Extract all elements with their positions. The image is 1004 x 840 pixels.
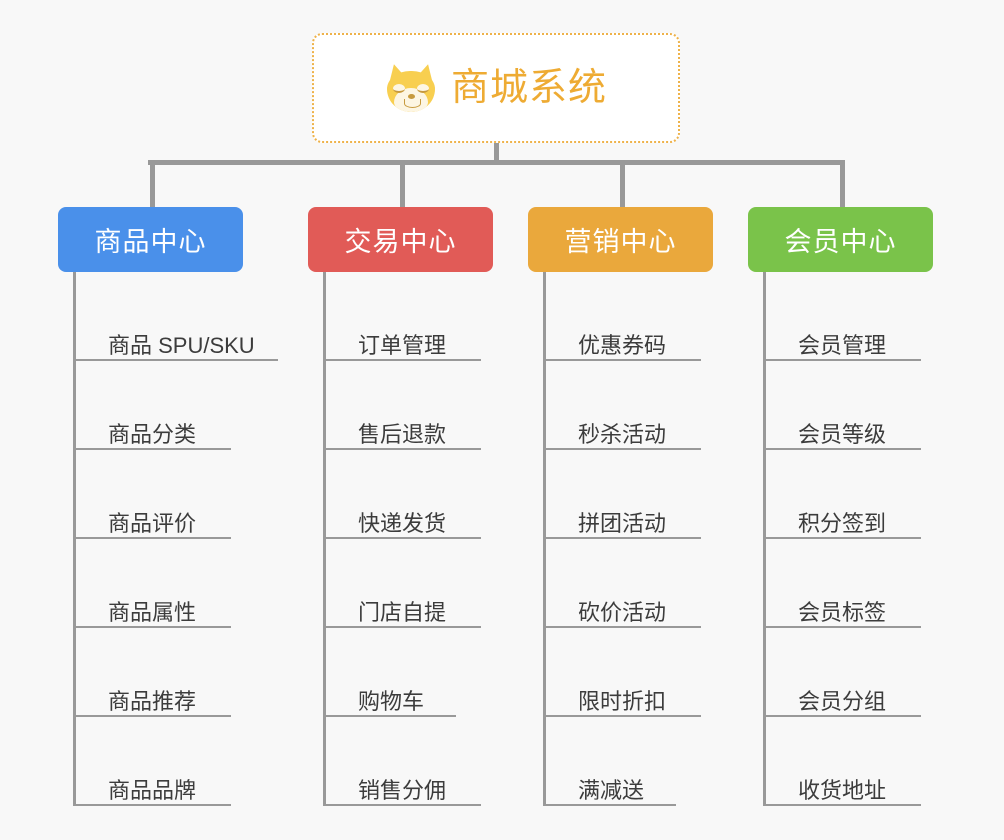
leaf-item[interactable]: 商品 SPU/SKU — [73, 272, 278, 361]
leaf-item-rule — [763, 359, 921, 361]
leaf-item[interactable]: 积分签到 — [763, 450, 933, 539]
leaf-item-rule — [543, 359, 701, 361]
leaf-item-rule — [73, 359, 278, 361]
leaf-item-label: 门店自提 — [358, 599, 447, 625]
leaf-item-rule — [73, 804, 231, 806]
leaf-item[interactable]: 拼团活动 — [543, 450, 713, 539]
leaf-item[interactable]: 商品推荐 — [73, 628, 255, 717]
leaf-item-rule — [763, 537, 921, 539]
leaf-item-label: 秒杀活动 — [578, 421, 667, 447]
leaf-item[interactable]: 门店自提 — [323, 539, 493, 628]
leaf-item-label: 收货地址 — [798, 777, 887, 803]
leaf-item[interactable]: 快递发货 — [323, 450, 493, 539]
leaf-stack-3: 优惠券码秒杀活动拼团活动砍价活动限时折扣满减送 — [543, 272, 713, 806]
leaf-item-rule — [543, 537, 701, 539]
category-box-4[interactable]: 会员中心 — [748, 207, 933, 272]
leaf-item[interactable]: 优惠券码 — [543, 272, 713, 361]
leaf-item-rule — [323, 626, 481, 628]
leaf-item-label: 售后退款 — [358, 421, 447, 447]
leaf-item-label: 满减送 — [578, 777, 645, 803]
leaf-item-rule — [323, 715, 456, 717]
leaf-item-label: 砍价活动 — [578, 599, 667, 625]
leaf-item-rule — [73, 715, 231, 717]
leaf-item[interactable]: 收货地址 — [763, 717, 933, 806]
shiba-dog-icon — [385, 62, 437, 112]
leaf-item[interactable]: 会员标签 — [763, 539, 933, 628]
connector-root-stem — [494, 143, 499, 163]
leaf-item[interactable]: 商品品牌 — [73, 717, 255, 806]
connector-drop-1 — [150, 160, 155, 207]
category-column-1: 商品中心商品 SPU/SKU 商品分类商品评价商品属性商品推荐商品品牌 — [58, 207, 278, 806]
leaf-item-rule — [323, 448, 481, 450]
leaf-item-label: 会员标签 — [798, 599, 887, 625]
category-box-1[interactable]: 商品中心 — [58, 207, 243, 272]
leaf-item-label: 商品品牌 — [108, 777, 197, 803]
leaf-item-label: 销售分佣 — [358, 777, 447, 803]
leaf-item-label: 拼团活动 — [578, 510, 667, 536]
leaf-item-rule — [73, 448, 231, 450]
leaf-item-rule — [763, 804, 921, 806]
leaf-item[interactable]: 会员分组 — [763, 628, 933, 717]
connector-horizontal-bus — [148, 160, 840, 165]
leaf-item[interactable]: 会员管理 — [763, 272, 933, 361]
leaf-item-label: 商品 SPU/SKU — [108, 332, 255, 358]
category-column-4: 会员中心会员管理会员等级积分签到会员标签会员分组收货地址 — [748, 207, 933, 806]
leaf-item-label: 商品评价 — [108, 510, 197, 536]
leaf-item[interactable]: 秒杀活动 — [543, 361, 713, 450]
leaf-item-rule — [543, 626, 701, 628]
leaf-item[interactable]: 订单管理 — [323, 272, 493, 361]
connector-drop-4 — [840, 160, 845, 207]
leaf-item[interactable]: 售后退款 — [323, 361, 493, 450]
category-column-2: 交易中心订单管理售后退款快递发货门店自提购物车销售分佣 — [308, 207, 493, 806]
leaf-item-rule — [543, 804, 676, 806]
connector-drop-2 — [400, 160, 405, 207]
leaf-item-rule — [323, 804, 481, 806]
leaf-item-rule — [763, 626, 921, 628]
leaf-item[interactable]: 限时折扣 — [543, 628, 713, 717]
leaf-item[interactable]: 销售分佣 — [323, 717, 493, 806]
leaf-item-label: 积分签到 — [798, 510, 887, 536]
leaf-item-rule — [73, 537, 231, 539]
leaf-item[interactable]: 商品属性 — [73, 539, 255, 628]
leaf-item[interactable]: 购物车 — [323, 628, 493, 717]
leaf-item[interactable]: 会员等级 — [763, 361, 933, 450]
leaf-item-rule — [543, 448, 701, 450]
leaf-stack-1: 商品 SPU/SKU 商品分类商品评价商品属性商品推荐商品品牌 — [73, 272, 278, 806]
leaf-item[interactable]: 满减送 — [543, 717, 713, 806]
leaf-item-label: 快递发货 — [358, 510, 447, 536]
category-box-2[interactable]: 交易中心 — [308, 207, 493, 272]
leaf-item-rule — [763, 715, 921, 717]
leaf-item-label: 优惠券码 — [578, 332, 667, 358]
leaf-item-rule — [543, 715, 701, 717]
category-label: 会员中心 — [784, 227, 897, 257]
leaf-item-label: 商品属性 — [108, 599, 197, 625]
leaf-stack-4: 会员管理会员等级积分签到会员标签会员分组收货地址 — [763, 272, 933, 806]
leaf-item-rule — [763, 448, 921, 450]
connector-drop-3 — [620, 160, 625, 207]
root-title: 商城系统 — [450, 67, 607, 109]
root-node[interactable]: 商城系统 — [312, 33, 680, 143]
leaf-item-label: 会员管理 — [798, 332, 887, 358]
leaf-item-label: 会员等级 — [798, 421, 887, 447]
leaf-item-rule — [73, 626, 231, 628]
leaf-item-rule — [323, 359, 481, 361]
category-box-3[interactable]: 营销中心 — [528, 207, 713, 272]
leaf-item[interactable]: 砍价活动 — [543, 539, 713, 628]
category-label: 商品中心 — [94, 227, 207, 257]
category-label: 交易中心 — [344, 227, 457, 257]
leaf-item-rule — [323, 537, 481, 539]
category-column-3: 营销中心优惠券码秒杀活动拼团活动砍价活动限时折扣满减送 — [528, 207, 713, 806]
leaf-item[interactable]: 商品分类 — [73, 361, 255, 450]
leaf-item-label: 商品分类 — [108, 421, 197, 447]
category-label: 营销中心 — [564, 227, 677, 257]
leaf-item-label: 会员分组 — [798, 688, 887, 714]
leaf-item[interactable]: 商品评价 — [73, 450, 255, 539]
leaf-item-label: 商品推荐 — [108, 688, 197, 714]
leaf-item-label: 购物车 — [358, 688, 425, 714]
leaf-item-label: 限时折扣 — [578, 688, 667, 714]
leaf-item-label: 订单管理 — [358, 332, 447, 358]
leaf-stack-2: 订单管理售后退款快递发货门店自提购物车销售分佣 — [323, 272, 493, 806]
